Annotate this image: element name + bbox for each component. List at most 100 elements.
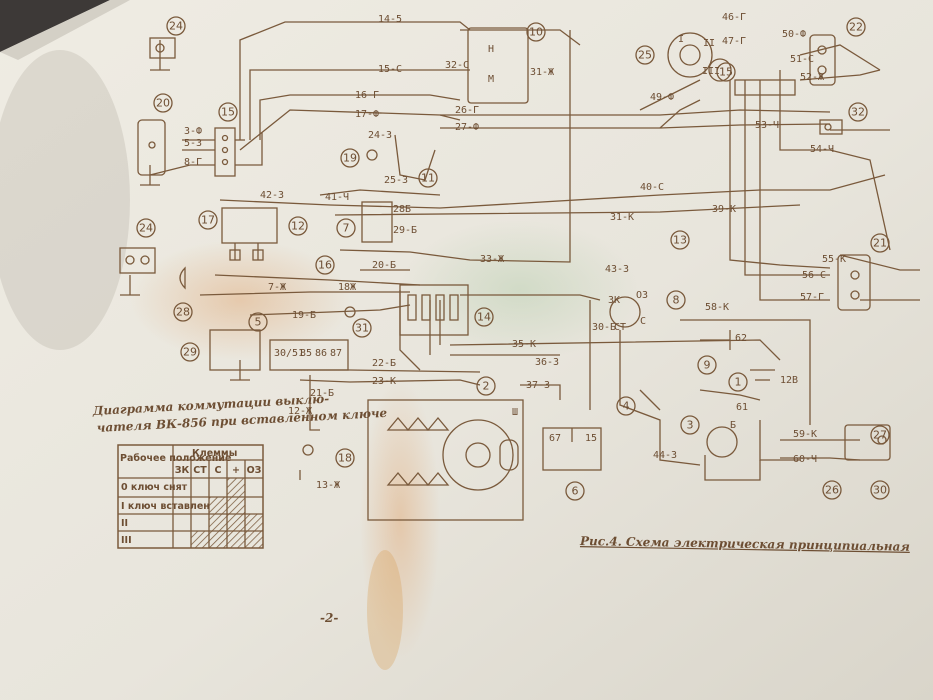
svg-text:16: 16 <box>318 259 332 272</box>
wire-label: 47-Г <box>722 36 746 47</box>
svg-text:15: 15 <box>719 66 733 79</box>
svg-text:15: 15 <box>221 106 235 119</box>
components <box>119 27 891 521</box>
svg-text:8: 8 <box>673 294 680 307</box>
wire-label: 14-5 <box>378 14 402 25</box>
svg-text:31: 31 <box>355 322 369 335</box>
terminal-label: Ш <box>512 407 518 418</box>
wire-label: 52-Ж <box>800 72 824 83</box>
component-number-25: 25 <box>635 45 655 65</box>
svg-text:27: 27 <box>873 429 887 442</box>
component-number-1: 1 <box>728 372 748 392</box>
page-number: -2- <box>320 611 338 625</box>
component-number-19: 19 <box>340 148 360 168</box>
wire-label: 7-Ж <box>268 282 286 293</box>
component-number-24: 24 <box>136 218 156 238</box>
table-contact-mark <box>209 531 227 548</box>
wire-label: 56-С <box>802 270 826 281</box>
component-number-2: 2 <box>476 376 496 396</box>
wire-label: 37-3 <box>526 380 550 391</box>
component-number-12: 12 <box>288 216 308 236</box>
wire-label: 30-Б <box>592 322 616 333</box>
svg-text:26: 26 <box>825 484 839 497</box>
wire-label: 20-Б <box>372 260 396 271</box>
wire-label: 60-Ч <box>793 454 817 465</box>
svg-text:30: 30 <box>873 484 887 497</box>
component-number-32: 32 <box>848 102 868 122</box>
paper-edge-shadow <box>0 0 130 60</box>
table-terminal-header: С <box>215 465 222 476</box>
terminal-label: СТ <box>614 322 626 333</box>
svg-text:1: 1 <box>735 376 742 389</box>
svg-text:5: 5 <box>255 316 262 329</box>
terminal-label: III <box>702 66 720 77</box>
wire-label: 21-Б <box>310 388 334 399</box>
wire-label: 53-Ч <box>755 120 779 131</box>
terminal-label: II <box>703 38 715 49</box>
wire-label: 46-Г <box>722 12 746 23</box>
svg-text:2: 2 <box>483 380 490 393</box>
terminal-label: М <box>488 74 494 85</box>
svg-text:4: 4 <box>623 400 630 413</box>
component-number-13: 13 <box>670 230 690 250</box>
wire-label: 19-Б <box>292 310 316 321</box>
component-number-15: 15 <box>716 62 736 82</box>
table-row-mode: I ключ вставлен <box>121 501 210 512</box>
table-row-mode: II <box>121 518 128 529</box>
wire-label: 40-С <box>640 182 664 193</box>
wire-label: 12-Ж <box>288 406 312 417</box>
wire-label: 61 <box>736 402 748 413</box>
wire-label: 16-Г <box>355 90 379 101</box>
wiring <box>120 21 920 480</box>
terminal-label: ЗК <box>608 295 620 306</box>
component-number-10: 10 <box>526 22 546 42</box>
svg-text:22: 22 <box>849 21 863 34</box>
wire-label: 12В <box>780 375 798 386</box>
component-number-17: 17 <box>198 210 218 230</box>
table-row-mode: 0 ключ снят <box>121 482 188 493</box>
table-contact-mark <box>245 531 263 548</box>
component-number-11: 11 <box>418 168 438 188</box>
terminal-label: 87 <box>330 348 342 359</box>
table-contact-mark <box>245 514 263 531</box>
terminal-label: I <box>678 34 684 45</box>
svg-text:6: 6 <box>572 485 579 498</box>
wire-label: 39-К <box>712 204 736 215</box>
svg-text:32: 32 <box>851 106 865 119</box>
table-header-mode: Рабочее положение <box>120 453 231 464</box>
table-terminal-header: + <box>232 465 240 476</box>
wire-label: 33-Ж <box>480 254 504 265</box>
wire-label: 26-Г <box>455 105 479 116</box>
shadow-smudge <box>0 50 130 350</box>
component-number-15: 15 <box>218 102 238 122</box>
terminal-label: Н <box>488 44 494 55</box>
table-header-terminals: Клеммы <box>192 448 237 459</box>
wire-label: 32-С <box>445 60 469 71</box>
wire-label: 50-Ф <box>782 29 806 40</box>
switch-diagram-marks <box>191 478 263 548</box>
terminal-label: 30/51 <box>274 348 304 359</box>
wire-label: 17-Ф <box>355 109 379 120</box>
component-number-22: 22 <box>846 17 866 37</box>
table-contact-mark <box>209 497 227 514</box>
wire-label: 25-3 <box>384 175 408 186</box>
component-number-29: 29 <box>180 342 200 362</box>
table-contact-mark <box>227 531 245 548</box>
wire-label: 44-3 <box>653 450 677 461</box>
svg-text:7: 7 <box>343 222 350 235</box>
component-number-16: 16 <box>315 255 335 275</box>
svg-text:9: 9 <box>704 359 711 372</box>
wire-label: 8-Г <box>184 157 202 168</box>
wire-label: 22-Б <box>372 358 396 369</box>
wire-label: 49-Ф <box>650 92 674 103</box>
svg-text:19: 19 <box>343 152 357 165</box>
component-number-21: 21 <box>870 233 890 253</box>
table-contact-mark <box>209 514 227 531</box>
component-number-30: 30 <box>870 480 890 500</box>
svg-text:21: 21 <box>873 237 887 250</box>
svg-text:3: 3 <box>687 419 694 432</box>
